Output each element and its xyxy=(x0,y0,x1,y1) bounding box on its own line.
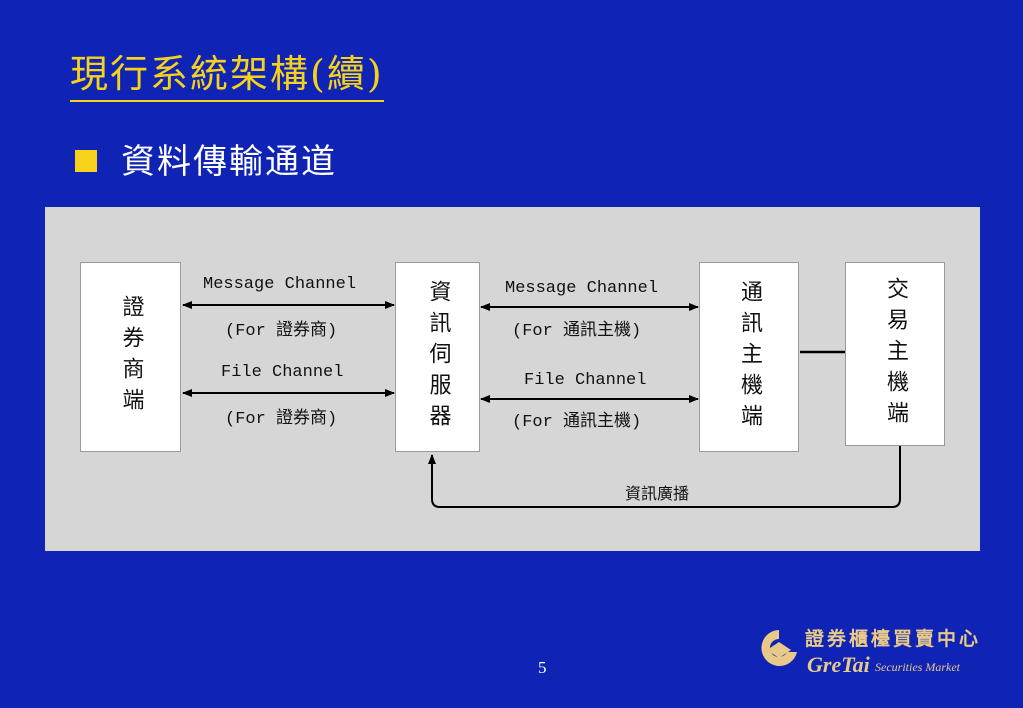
node-broker: 證券商端 xyxy=(80,262,181,452)
slide-title: 現行系統架構(續) xyxy=(70,52,384,102)
node-comm-host: 通訊主機端 xyxy=(699,262,799,452)
label-msg-for-right: (For 通訊主機) xyxy=(512,322,642,341)
node-trading-host: 交易主機端 xyxy=(845,262,945,446)
bullet-square-icon xyxy=(75,150,97,172)
node-info-server-label: 資訊伺服器 xyxy=(425,279,451,435)
label-file-for-right: (For 通訊主機) xyxy=(512,413,642,432)
label-msg-for-left: (For 證券商) xyxy=(225,322,338,341)
label-file-channel-right: File Channel xyxy=(524,371,647,390)
connector-lines xyxy=(182,301,901,508)
page-number: 5 xyxy=(538,658,547,677)
logo-english-brand: GreTai xyxy=(807,652,870,677)
node-comm-host-label: 通訊主機端 xyxy=(737,279,762,435)
label-file-for-left: (For 證券商) xyxy=(225,410,338,429)
gretai-logo: 證券櫃檯買賣中心 GreTai Securities Market xyxy=(757,622,987,682)
label-msg-channel-left: Message Channel xyxy=(203,275,357,294)
arrow-broadcast xyxy=(428,446,901,508)
bullet-text: 資料傳輸通道 xyxy=(121,142,337,182)
logo-english-sub: Securities Market xyxy=(875,660,960,674)
gretai-emblem-icon xyxy=(761,630,797,666)
logo-chinese-name: 證券櫃檯買賣中心 xyxy=(805,628,982,650)
node-broker-label: 證券商端 xyxy=(118,295,144,419)
label-msg-channel-right: Message Channel xyxy=(505,279,659,298)
node-info-server: 資訊伺服器 xyxy=(395,262,480,452)
diagram-panel: 證券商端 資訊伺服器 通訊主機端 交易主機端 Message Channel (… xyxy=(45,207,980,551)
label-file-channel-left: File Channel xyxy=(221,363,344,382)
label-broadcast: 資訊廣播 xyxy=(625,484,690,503)
node-trading-host-label: 交易主機端 xyxy=(883,276,908,432)
